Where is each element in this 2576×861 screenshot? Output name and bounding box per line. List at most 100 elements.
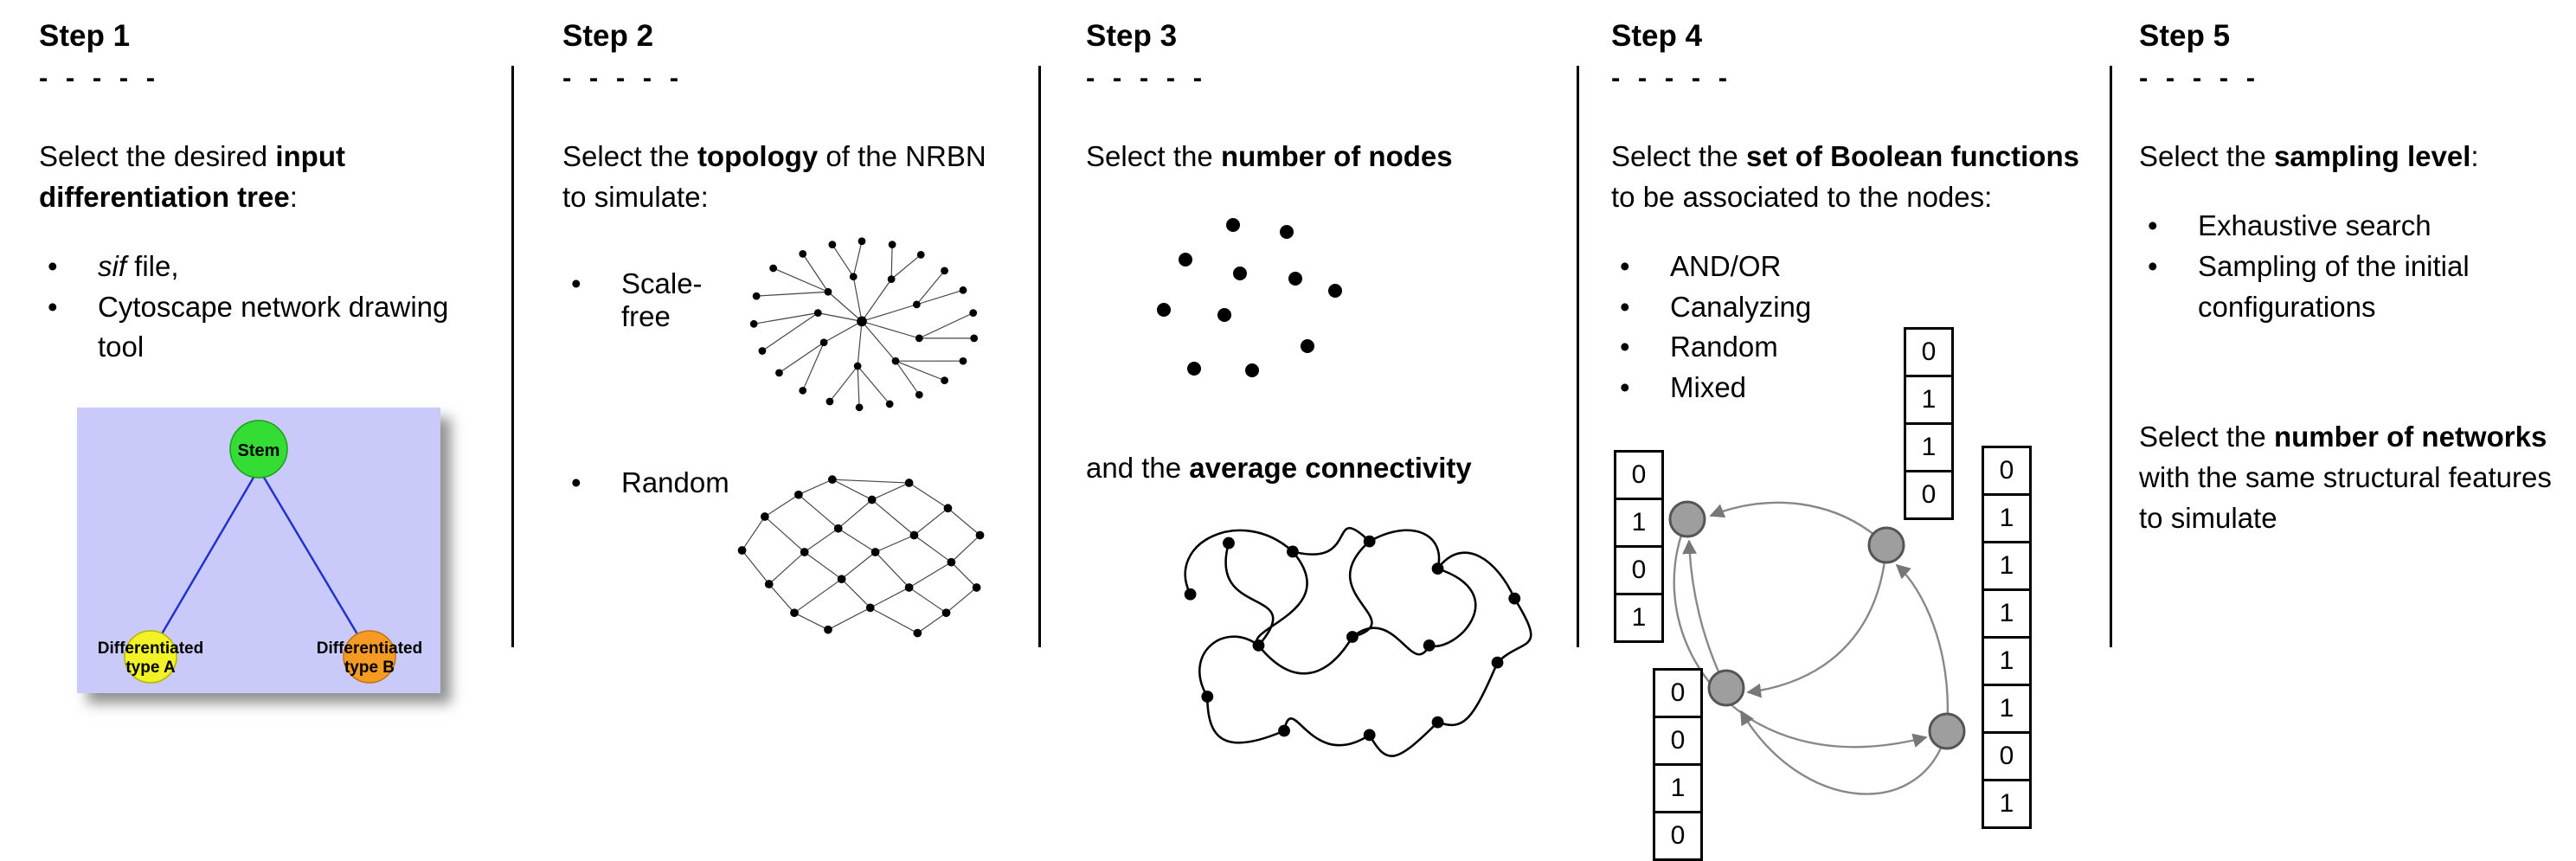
type-a-label: Differentiated type A (98, 639, 203, 677)
intro-text: of the NRBN to simulate: (562, 140, 986, 213)
bullet-item-scale-free: Scale-free (562, 233, 727, 333)
bullet-marker (562, 267, 621, 333)
step-5-bullets: Exhaustive search Sampling of the initia… (2139, 206, 2570, 328)
truth-table-cell: 1 (1982, 541, 2032, 591)
bullet-item-canalyzing: Canalyzing (1611, 287, 2096, 328)
network-node (1707, 669, 1745, 707)
intro-bold: number of networks (2273, 421, 2547, 453)
random-row: Random (562, 451, 1005, 653)
step-1-bullets: sif file, Cytoscape network drawing tool (39, 247, 496, 369)
step-5-title: Step 5 (2139, 19, 2231, 53)
step-2-title: Step 2 (562, 19, 654, 53)
bullet-marker (39, 247, 98, 287)
intro-text: Select the (562, 140, 697, 172)
truth-table-cell: 0 (1653, 716, 1703, 766)
tangle-edges (1184, 526, 1532, 757)
step-3-column: Step 3 - - - - - Select the number of no… (1086, 0, 1575, 761)
connectivity-network-graphic (1184, 526, 1532, 757)
boolean-network-nodes (1668, 500, 1966, 750)
intro-text: : (289, 180, 298, 213)
scale-free-row: Scale-free (562, 233, 1005, 435)
bullet-item-mixed: Mixed (1611, 368, 2096, 408)
step-2-dashes: - - - - - (562, 62, 684, 93)
type-b-node (343, 630, 396, 684)
bullet-marker (2139, 247, 2198, 287)
intro-bold: set of Boolean functions (1745, 140, 2079, 172)
intro-text: Select the (2139, 140, 2274, 172)
truth-table-cell: 0 (1904, 470, 1954, 520)
column-divider (2110, 66, 2112, 647)
network-node (1668, 500, 1706, 538)
intro-text: Select the (1086, 140, 1221, 172)
truth-table-cell: 0 (1653, 811, 1703, 861)
truth-table-top: 0 1 1 0 (1904, 327, 1954, 520)
step-1-title: Step 1 (39, 19, 131, 53)
step-3-line1: Select the number of nodes (1086, 137, 1575, 177)
intro-text: to be associated to the nodes: (1611, 180, 1993, 213)
svg-text:Differentiated: Differentiated (317, 639, 422, 658)
step-2-column: Step 2 - - - - - Select the topology of … (562, 0, 1005, 653)
bullet-item-sampling: Sampling of the initial configurations (2139, 247, 2570, 328)
stem-node (229, 420, 288, 479)
type-a-node (124, 630, 177, 684)
step-4-column: Step 4 - - - - - Select the set of Boole… (1611, 0, 2096, 861)
column-divider (1577, 66, 1579, 647)
truth-table-cell: 1 (1982, 493, 2032, 543)
bullet-text-rest: file, (126, 249, 179, 282)
intro-text: Select the (2139, 421, 2274, 453)
truth-table-cell: 1 (1904, 375, 1954, 425)
truth-table-left: 0 1 0 1 (1614, 450, 1664, 643)
truth-table-cell: 1 (1614, 498, 1664, 548)
bullet-marker (39, 287, 98, 328)
step-1-dashes: - - - - - (39, 62, 161, 93)
truth-table-cell: 1 (1982, 779, 2032, 829)
scale-free-nodes (749, 237, 979, 411)
network-node (1867, 526, 1905, 564)
bullet-text: Scale-free (621, 267, 703, 332)
truth-table-bottom-left: 0 0 1 0 (1653, 668, 1703, 861)
svg-text:type A: type A (125, 659, 176, 677)
bullet-item-exhaustive: Exhaustive search (2139, 206, 2570, 247)
step-5-intro: Select the sampling level: (2139, 137, 2570, 177)
boolean-network-svg (1668, 500, 1966, 795)
step-3-title: Step 3 (1086, 19, 1178, 53)
bullet-marker (2139, 206, 2198, 247)
truth-table-cell: 0 (1653, 668, 1703, 718)
truth-table-right: 0 1 1 1 1 1 0 1 (1982, 446, 2032, 829)
svg-text:Differentiated: Differentiated (98, 639, 203, 658)
truth-table-cell: 0 (1614, 450, 1664, 500)
intro-bold: number of nodes (1220, 140, 1453, 172)
bullet-text: Sampling of the initial configurations (2198, 249, 2470, 323)
intro-text: Select the desired (39, 140, 276, 172)
bullet-marker (1611, 247, 1670, 287)
truth-table-cell: 0 (1982, 446, 2032, 496)
tangle-nodes (1184, 535, 1521, 742)
truth-table-cell: 0 (1614, 545, 1664, 595)
type-b-label: Differentiated type B (317, 639, 422, 677)
bullet-text: Exhaustive search (2198, 209, 2431, 241)
differentiation-tree-svg: Stem Differentiated type A Differentiate… (77, 408, 440, 694)
truth-table-cell: 1 (1614, 593, 1664, 643)
bullet-item-random-fn: Random (1611, 327, 2096, 368)
intro-bold: average connectivity (1189, 451, 1472, 484)
intro-text: : (2470, 140, 2479, 172)
bullet-item-and-or: AND/OR (1611, 247, 2096, 287)
bullet-text: Canalyzing (1670, 290, 1812, 323)
network-node (1928, 712, 1966, 750)
differentiation-tree-graphic: Stem Differentiated type A Differentiate… (77, 408, 440, 694)
step-5-dashes: - - - - - (2139, 62, 2261, 93)
intro-text: with the same structural features to sim… (2139, 461, 2552, 535)
step-5-networks-para: Select the number of networks with the s… (2139, 417, 2570, 539)
bullet-text: Random (1670, 331, 1778, 363)
svg-text:type B: type B (344, 659, 395, 677)
scatter-dots (1157, 217, 1342, 377)
bullet-text: Random (621, 466, 729, 498)
truth-table-cell: 1 (1653, 763, 1703, 813)
bullet-item-cytoscape: Cytoscape network drawing tool (39, 287, 496, 369)
step-3-line2: and the average connectivity (1086, 448, 1575, 489)
bullet-item-sif: sif file, (39, 247, 496, 287)
intro-text: and the (1086, 451, 1190, 484)
bullet-text: Mixed (1670, 371, 1747, 404)
random-edges (742, 479, 980, 633)
column-divider (1038, 66, 1041, 647)
